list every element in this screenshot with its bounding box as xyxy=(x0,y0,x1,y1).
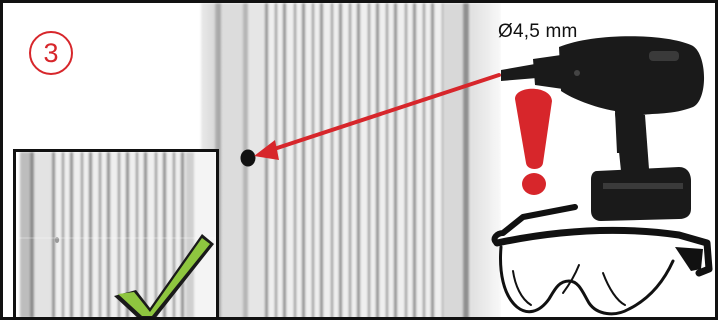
drill-size-label: Ø4,5 mm xyxy=(498,21,578,43)
drill-hole-marker xyxy=(241,150,256,167)
checkmark-icon xyxy=(16,152,216,318)
step-number: 3 xyxy=(43,40,58,67)
result-inset xyxy=(13,149,219,320)
step-badge: 3 xyxy=(29,31,73,75)
